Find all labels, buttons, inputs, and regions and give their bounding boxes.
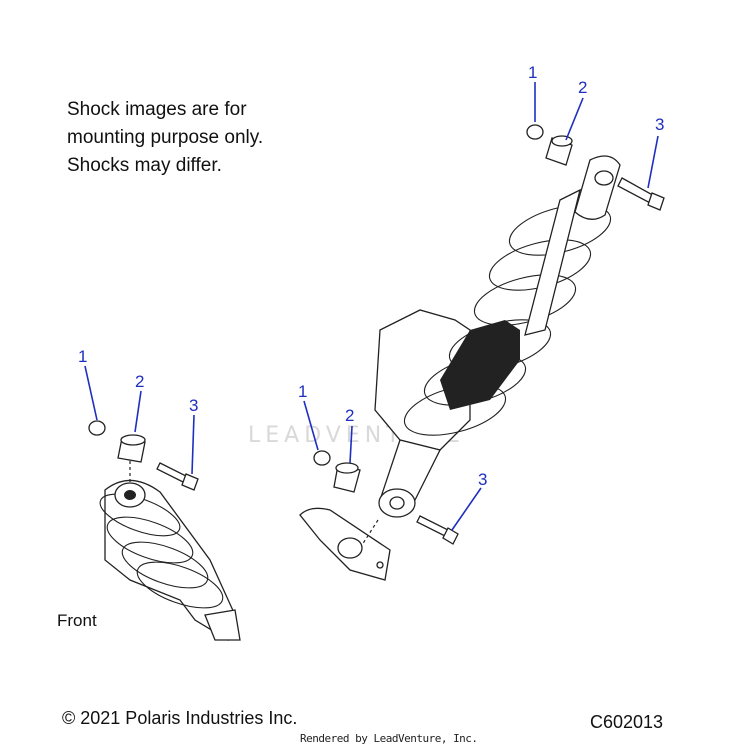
callout-mid-2: 2 [345, 406, 354, 425]
diagram-code: C602013 [590, 712, 664, 732]
callout-front-3: 3 [189, 396, 198, 415]
note-line-1: Shock images are for [67, 99, 247, 120]
nut-icon [313, 450, 331, 466]
rendered-by-text: Rendered by LeadVenture, Inc. [300, 732, 478, 745]
callout-mid-3: 3 [478, 470, 487, 489]
callout-rear-3: 3 [655, 115, 664, 134]
rear-shock-assembly [374, 155, 621, 518]
note-line-2: mounting purpose only. [67, 127, 264, 148]
rear-bottom-hardware [299, 450, 459, 581]
callout-rear-1: 1 [528, 63, 537, 82]
callout-front-1: 1 [78, 347, 87, 366]
rear-top-hardware [526, 124, 665, 211]
callout-rear-2: 2 [578, 78, 587, 97]
mounting-note: Shock images are for mounting purpose on… [67, 96, 263, 180]
front-shock-assembly [99, 455, 241, 641]
copyright-text: © 2021 Polaris Industries Inc. [62, 708, 298, 728]
nut-icon [88, 420, 106, 436]
note-line-3: Shocks may differ. [67, 155, 222, 176]
callout-front-2: 2 [135, 372, 144, 391]
nut-icon [526, 124, 544, 140]
front-label: Front [57, 611, 97, 630]
front-hardware [88, 420, 199, 491]
callout-mid-1: 1 [298, 382, 307, 401]
